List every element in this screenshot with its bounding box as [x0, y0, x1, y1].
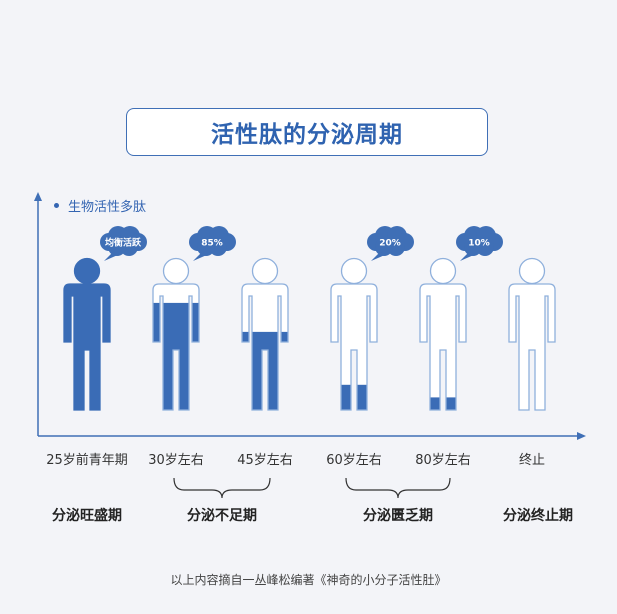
figures-layer: 均衡活跃 85% 20% 10% [63, 226, 556, 411]
person-head [340, 257, 368, 285]
age-label-3: 45岁左右 [237, 453, 293, 468]
bubble-text: 10% [468, 239, 490, 249]
person-figure: 20% [330, 226, 414, 411]
speech-bubble: 10% [456, 226, 503, 261]
person-outline [63, 283, 111, 411]
bubble-text: 20% [379, 239, 401, 249]
person-body [509, 284, 555, 410]
source-note: 以上内容摘自一丛峰松编著《神奇的小分子活性肚》 [170, 573, 447, 587]
bubble-text: 85% [201, 239, 223, 249]
speech-bubble: 85% [189, 226, 236, 261]
person-figure [508, 257, 556, 411]
person-outline [241, 283, 289, 411]
diagram-title: 活性肽的分泌周期 [126, 108, 488, 156]
stage-label-deficient: 分泌匮乏期 [363, 508, 433, 524]
person-outline [152, 283, 200, 411]
legend-dot [54, 203, 59, 208]
bubble-text: 均衡活跃 [105, 237, 142, 249]
person-figure: 均衡活跃 [63, 226, 147, 411]
peptide-level-fill [242, 331, 288, 410]
x-axis-arrow [577, 432, 586, 440]
person-outline [508, 283, 556, 411]
age-label-1: 25岁前青年期 [46, 453, 128, 468]
peptide-level-fill [331, 384, 377, 410]
legend-label: 生物活性多肽 [68, 200, 147, 215]
person-head [251, 257, 279, 285]
person-figure: 10% [419, 226, 503, 411]
y-axis-arrow [34, 192, 42, 201]
person-head [162, 257, 190, 285]
speech-bubble: 20% [367, 226, 414, 261]
peptide-level-fill [153, 302, 199, 410]
age-label-4: 60岁左右 [326, 453, 382, 468]
person-figure: 85% [152, 226, 236, 411]
speech-bubble: 均衡活跃 [100, 226, 147, 261]
person-head [73, 257, 101, 285]
stage-label-vigorous: 分泌旺盛期 [52, 508, 122, 524]
age-label-5: 80岁左右 [415, 453, 471, 468]
peptide-level-fill [420, 397, 466, 410]
stage-label-insufficient: 分泌不足期 [187, 508, 257, 524]
brace-insufficient [173, 477, 271, 499]
person-outline [330, 283, 378, 411]
person-head [429, 257, 457, 285]
person-body [331, 284, 377, 410]
person-figure [241, 257, 289, 411]
brace-deficient [345, 477, 451, 499]
legend: 生物活性多肽 [54, 196, 146, 215]
age-label-2: 30岁左右 [148, 453, 204, 468]
person-head [518, 257, 546, 285]
age-label-6: 终止 [518, 453, 545, 468]
stage-label-terminated: 分泌终止期 [503, 508, 573, 524]
person-body [420, 284, 466, 410]
person-outline [419, 283, 467, 411]
peptide-level-fill [64, 284, 110, 410]
